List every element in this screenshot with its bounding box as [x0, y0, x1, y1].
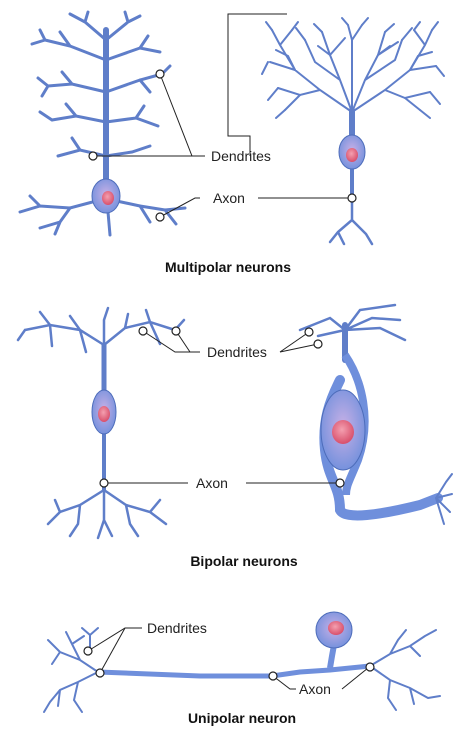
dendrite-marker: [96, 669, 104, 677]
dendrite-marker: [156, 70, 164, 78]
unipolar-dendrites-label: Dendrites: [147, 620, 207, 636]
bipolar-right-nucleus: [332, 420, 354, 444]
multipolar-right-nucleus: [346, 148, 358, 162]
bipolar-right-axon-terminal: [436, 474, 452, 524]
unipolar-caption: Unipolar neuron: [188, 710, 296, 726]
axon-marker: [156, 213, 164, 221]
dendrite-tree-bracket: [228, 14, 287, 156]
dendrite-marker: [314, 340, 322, 348]
axon-marker: [100, 479, 108, 487]
unipolar-nucleus: [328, 621, 344, 635]
dendrite-marker: [172, 327, 180, 335]
unipolar-dendrites: [44, 628, 98, 712]
axon-marker: [269, 672, 277, 680]
multipolar-left-nucleus: [102, 191, 114, 205]
bipolar-right-dendrites: [300, 305, 405, 360]
dendrite-marker: [89, 152, 97, 160]
dendrite-marker: [139, 327, 147, 335]
dendrite-marker: [305, 328, 313, 336]
multipolar-dendrites-label: Dendrites: [211, 148, 271, 164]
dendrite-marker: [84, 647, 92, 655]
bipolar-caption: Bipolar neurons: [190, 553, 298, 569]
multipolar-neuron-left: [20, 12, 185, 235]
bipolar-left-axon-branches: [48, 490, 166, 538]
multipolar-right-dendrite-tree: [262, 18, 444, 140]
bipolar-neuron-right: [300, 305, 452, 524]
axon-marker: [348, 194, 356, 202]
unipolar-neuron: [44, 612, 440, 712]
unipolar-axon-label: Axon: [299, 681, 331, 697]
bipolar-neuron-left: [18, 308, 184, 538]
unipolar-axon-terminal: [370, 630, 440, 710]
multipolar-axon-label: Axon: [213, 190, 245, 206]
bipolar-axon-label: Axon: [196, 475, 228, 491]
multipolar-neuron-right: [262, 18, 444, 244]
bipolar-dendrites-label: Dendrites: [207, 344, 267, 360]
multipolar-right-axon-branches: [330, 200, 372, 244]
bipolar-left-nucleus: [98, 406, 110, 422]
axon-marker: [336, 479, 344, 487]
multipolar-caption: Multipolar neurons: [165, 259, 291, 275]
axon-marker: [366, 663, 374, 671]
bipolar-left-dendrites: [18, 308, 184, 390]
